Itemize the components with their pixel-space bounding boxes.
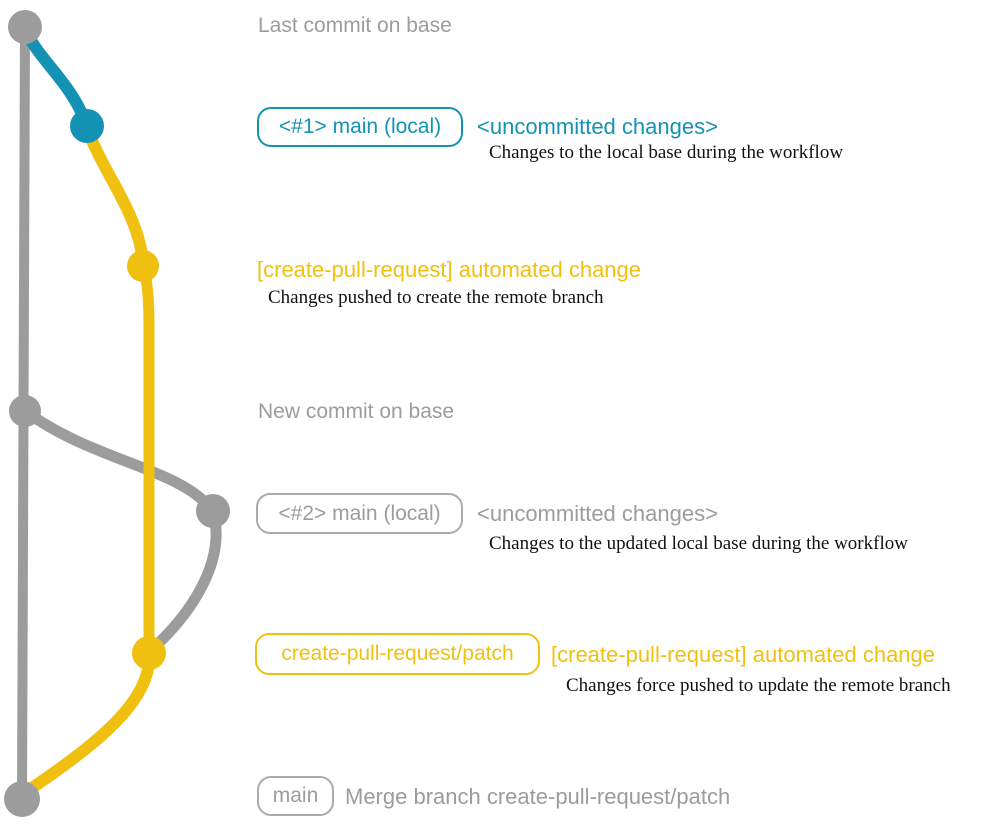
branch-badge-patch-text: create-pull-request/patch	[281, 642, 514, 665]
automated-change-desc-2: Changes force pushed to update the remot…	[566, 675, 951, 696]
branch-badge-main-local-1: <#1> main (local)	[257, 107, 463, 147]
branch-badge-main: main	[257, 776, 334, 816]
uncommitted-changes-title-2: <uncommitted changes>	[477, 501, 718, 526]
branch-badge-patch: create-pull-request/patch	[255, 633, 540, 675]
base-update-curve	[19, 405, 218, 516]
automated-change-desc-1: Changes pushed to create the remote bran…	[268, 287, 604, 308]
patch-branch-curve	[80, 118, 149, 268]
branch-badge-main-text: main	[272, 784, 319, 807]
automated-change-title-2: [create-pull-request] automated change	[551, 642, 936, 667]
merge-curve	[20, 647, 156, 798]
branch-badge-main-local-2-text: <#2> main (local)	[278, 501, 441, 525]
branch-badge-main-local-2: <#2> main (local)	[256, 493, 463, 534]
patch-branch-line	[137, 258, 155, 659]
uncommitted-changes-desc-1: Changes to the local base during the wor…	[489, 142, 844, 163]
commit-node-last-base	[8, 10, 42, 44]
branch-badge-main-local-1-text: <#1> main (local)	[278, 115, 442, 138]
commit-node-automated-1	[127, 250, 159, 282]
git-graph	[4, 10, 230, 817]
merge-commit-label: Merge branch create-pull-request/patch	[345, 784, 731, 809]
last-commit-label: Last commit on base	[258, 14, 452, 37]
commit-node-merge	[4, 781, 40, 817]
commit-node-local-1	[70, 109, 104, 143]
rebase-curve	[144, 505, 222, 657]
new-commit-label: New commit on base	[258, 400, 455, 423]
local-changes-curve	[19, 21, 92, 130]
automated-change-title-1: [create-pull-request] automated change	[257, 257, 642, 282]
commit-node-automated-2	[132, 636, 166, 670]
commit-node-local-2	[196, 494, 230, 528]
uncommitted-changes-desc-2: Changes to the updated local base during…	[489, 533, 908, 554]
commit-node-new-base	[9, 395, 41, 427]
uncommitted-changes-title-1: <uncommitted changes>	[477, 114, 718, 139]
